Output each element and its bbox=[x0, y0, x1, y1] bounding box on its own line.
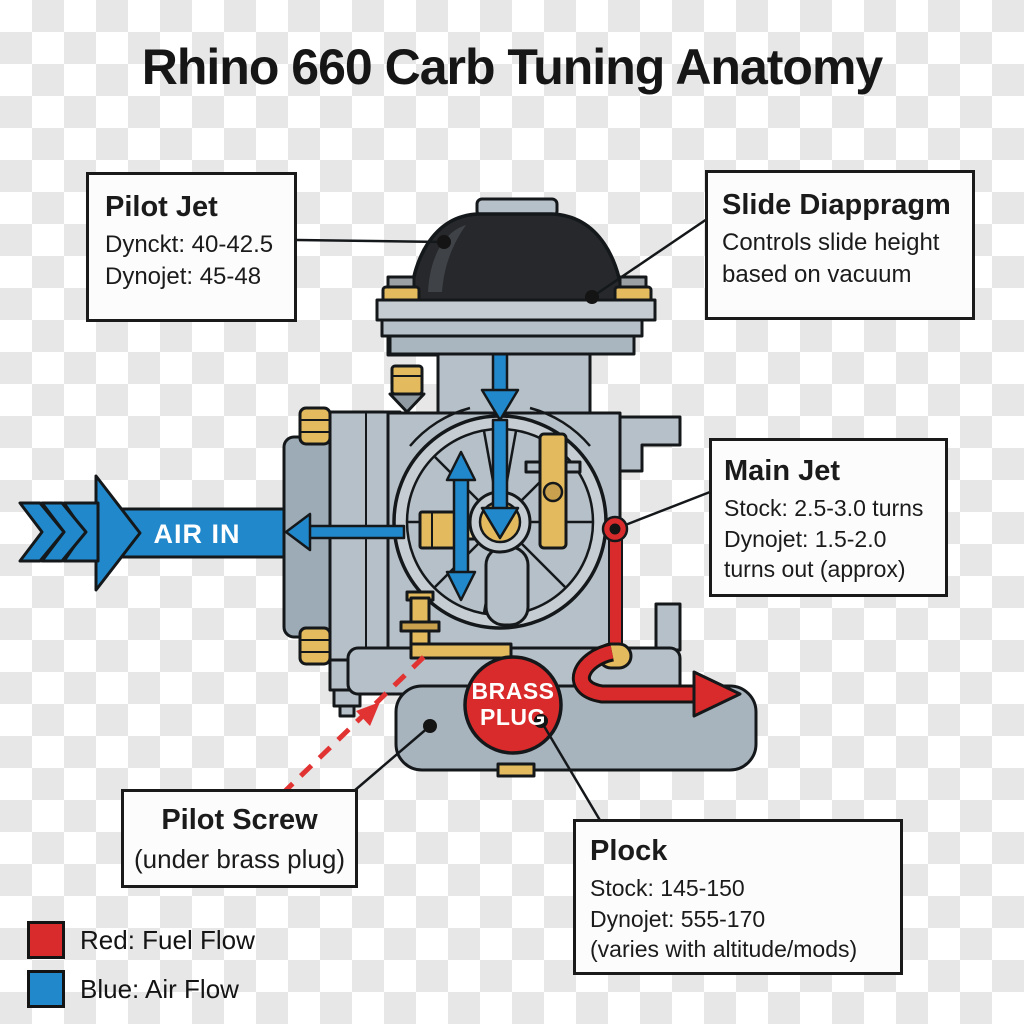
callout-box-main-jet: Main Jet Stock: 2.5-3.0 turns Dynojet: 1… bbox=[709, 438, 948, 597]
pilot-jet-line: Dynckt: 40-42.5 bbox=[105, 231, 274, 259]
pilot-feed-pipe bbox=[399, 590, 513, 660]
air-in-arrow bbox=[18, 474, 290, 592]
pilot-screw-heading: Pilot Screw bbox=[161, 804, 318, 836]
brass-plug-label: BRASS PLUG bbox=[453, 678, 573, 731]
fuel-out-arrow bbox=[575, 645, 696, 701]
fuel-flow-swatch bbox=[27, 921, 65, 959]
air-flow-swatch bbox=[27, 970, 65, 1008]
brass-plug-label-line2: PLUG bbox=[480, 704, 546, 731]
brass-plug-label-line1: BRASS bbox=[471, 678, 555, 704]
callout-lines bbox=[296, 217, 711, 823]
fuel-flow bbox=[572, 535, 742, 718]
callout-box-pilot-screw: Pilot Screw (under brass plug) bbox=[121, 789, 358, 888]
jet-needle bbox=[524, 432, 582, 550]
slide-travel-arrow bbox=[445, 450, 477, 602]
callout-dots bbox=[423, 235, 599, 733]
slide-diaphragm-heading: Slide Diappragm bbox=[722, 189, 951, 221]
plock-dot bbox=[534, 714, 548, 728]
plock-line: (varies with altitude/mods) bbox=[590, 936, 858, 963]
main-jet-line: Stock: 2.5-3.0 turns bbox=[724, 495, 924, 522]
pilot-screw-dashed-arrow bbox=[280, 648, 433, 796]
legend-item-air: Blue: Air Flow bbox=[27, 970, 255, 1008]
plock-line: Dynojet: 555-170 bbox=[590, 905, 766, 932]
pilot-jet-heading: Pilot Jet bbox=[105, 191, 218, 223]
bell-bolt-bottom bbox=[298, 626, 332, 666]
main-jet-heading: Main Jet bbox=[724, 455, 841, 487]
brass-plug-marker bbox=[463, 655, 563, 755]
legend: Red: Fuel Flow Blue: Air Flow bbox=[27, 921, 255, 1019]
slide-diaphragm-cap bbox=[375, 197, 657, 356]
pilot-screw-line: (under brass plug) bbox=[134, 844, 345, 875]
air-flow-arrows bbox=[284, 326, 520, 602]
page-title: Rhino 660 Carb Tuning Anatomy bbox=[141, 39, 883, 95]
plock-line: Stock: 145-150 bbox=[590, 875, 745, 902]
bell-bolt-top bbox=[298, 406, 332, 446]
pilot-jet-line: Dynojet: 45-48 bbox=[105, 263, 262, 291]
callout-box-slide-diaphragm: Slide Diappragm Controls slide height ba… bbox=[705, 170, 975, 320]
legend-label: Red: Fuel Flow bbox=[80, 924, 255, 955]
plock-heading: Plock bbox=[590, 835, 668, 867]
air-left-arrow bbox=[284, 512, 406, 552]
air-down-arrow-2 bbox=[480, 418, 520, 540]
pilot-jet-dot bbox=[437, 235, 451, 249]
main-jet-line: turns out (approx) bbox=[724, 556, 906, 583]
callout-box-plock: Plock Stock: 145-150 Dynojet: 555-170 (v… bbox=[573, 819, 903, 975]
main-jet-dot bbox=[601, 515, 629, 543]
main-jet-line: Dynojet: 1.5-2.0 bbox=[724, 525, 887, 552]
needle-seat bbox=[484, 545, 530, 627]
slide-diaphragm-dot bbox=[585, 290, 599, 304]
pilot-screw-dot bbox=[423, 719, 437, 733]
callout-box-pilot-jet: Pilot Jet Dynckt: 40-42.5 Dynojet: 45-48 bbox=[86, 172, 297, 322]
main-jet-tube bbox=[608, 535, 623, 649]
slide-diaphragm-line: Controls slide height bbox=[722, 229, 940, 257]
slide-diaphragm-line: based on vacuum bbox=[722, 261, 912, 289]
legend-item-fuel: Red: Fuel Flow bbox=[27, 921, 255, 959]
legend-label: Blue: Air Flow bbox=[80, 973, 239, 1004]
air-in-label: AIR IN bbox=[153, 519, 241, 549]
